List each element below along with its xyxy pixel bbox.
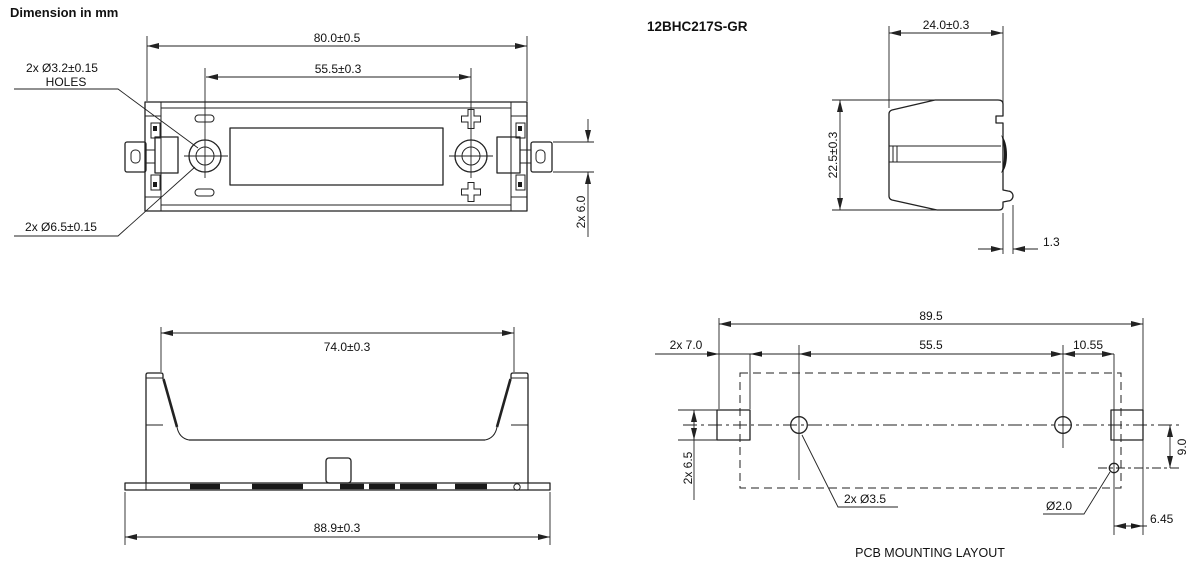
dim-pcb-overall: 89.5	[718, 309, 1144, 535]
dim-side-width: 24.0±0.3	[888, 18, 1004, 114]
dim-front-inner: 74.0±0.3	[160, 327, 515, 372]
label-pin-hole: Ø2.0	[1043, 471, 1111, 515]
label-pin-hole-text: Ø2.0	[1046, 499, 1072, 513]
inner-wall-slope	[162, 378, 179, 428]
holder-footprint	[739, 372, 1122, 489]
top-view-left-terminal	[124, 122, 179, 191]
dim-front-inner-text: 74.0±0.3	[324, 340, 371, 354]
dim-side-height: 22.5±0.3	[826, 99, 937, 211]
dim-side-width-text: 24.0±0.3	[923, 18, 970, 32]
side-view-outline	[888, 99, 1014, 211]
base-pin	[513, 483, 521, 491]
dim-pin-offset-h-text: 6.45	[1150, 512, 1174, 526]
base-contact-pads	[190, 483, 487, 490]
dim-front-overall: 88.9±0.3	[124, 492, 551, 545]
dim-pad-height: 2x 6.5	[678, 409, 717, 500]
dim-top-hole-spacing-text: 55.5±0.3	[315, 62, 362, 76]
side-view: 24.0±0.3 22.5±0.3 1.3	[826, 18, 1060, 254]
corner-post	[510, 101, 528, 117]
label-large-holes-text: 2x Ø6.5±0.15	[25, 220, 97, 234]
dim-pcb-hole-spacing: 55.5	[799, 338, 1063, 357]
dim-pad-width: 2x 7.0	[655, 338, 799, 409]
label-mounting-holes: 2x Ø3.5	[801, 434, 898, 508]
dim-pin-protrusion-text: 1.3	[1043, 235, 1060, 249]
contact-spring	[1001, 135, 1007, 173]
pcb-outline	[683, 345, 1180, 489]
dim-hole-to-pin: 10.55	[1063, 338, 1115, 535]
cross-cutout	[461, 109, 481, 129]
dim-pin-offset-v: 9.0	[1167, 425, 1189, 468]
dim-pad-height-text: 2x 6.5	[681, 451, 695, 484]
corner-post	[144, 101, 162, 117]
sheet-title: Dimension in mm	[10, 5, 118, 20]
dim-pin-offset-v-text: 9.0	[1175, 438, 1189, 455]
dim-pad-width-text: 2x 7.0	[670, 338, 703, 352]
solder-pad-left	[716, 409, 751, 441]
dim-side-height-text: 22.5±0.3	[826, 131, 840, 178]
label-small-holes-line2: HOLES	[46, 75, 87, 89]
top-view-left-hole	[184, 68, 228, 178]
dim-front-overall-text: 88.9±0.3	[314, 521, 361, 535]
label-large-holes: 2x Ø6.5±0.15	[14, 166, 196, 237]
front-view-outline	[124, 372, 551, 491]
slot-cutout	[194, 114, 215, 123]
dim-pin-protrusion: 1.3	[978, 205, 1060, 254]
label-mounting-holes-text: 2x Ø3.5	[844, 492, 886, 506]
corner-post	[510, 196, 528, 212]
dim-top-overall: 80.0±0.5	[146, 31, 528, 101]
dim-top-hole-spacing: 55.5±0.3	[206, 62, 471, 80]
dim-pin-offset-h: 6.45	[1114, 512, 1174, 529]
slot-cutout	[194, 188, 215, 197]
dim-top-overall-text: 80.0±0.5	[314, 31, 361, 45]
dim-pcb-overall-text: 89.5	[919, 309, 943, 323]
cross-cutout	[461, 182, 481, 202]
top-view-outline	[144, 101, 528, 212]
dim-hole-to-pin-text: 10.55	[1073, 338, 1103, 352]
top-view-right-terminal	[496, 122, 553, 191]
dim-tab-height: 2x 6.0	[553, 119, 594, 237]
top-view: 80.0±0.5 55.5±0.3 2x Ø3.2±0.15 HOLES 2x …	[14, 31, 594, 237]
corner-post	[144, 196, 162, 212]
pcb-layout: 89.5 2x 7.0 55.5 10.55 2x 6.5	[655, 309, 1189, 560]
top-view-right-hole	[449, 68, 493, 178]
center-tab	[325, 457, 352, 484]
base-flange	[124, 482, 551, 491]
dim-tab-height-text: 2x 6.0	[574, 195, 588, 228]
label-small-holes-line1: 2x Ø3.2±0.15	[26, 61, 98, 75]
label-small-holes: 2x Ø3.2±0.15 HOLES	[14, 61, 199, 149]
pcb-layout-caption: PCB MOUNTING LAYOUT	[855, 546, 1005, 560]
front-view: 74.0±0.3 88.9±0.3	[124, 327, 551, 545]
battery-window	[229, 127, 444, 186]
part-number: 12BHC217S-GR	[647, 19, 748, 34]
dim-pcb-hole-spacing-text: 55.5	[919, 338, 943, 352]
inner-wall-slope	[495, 378, 512, 428]
